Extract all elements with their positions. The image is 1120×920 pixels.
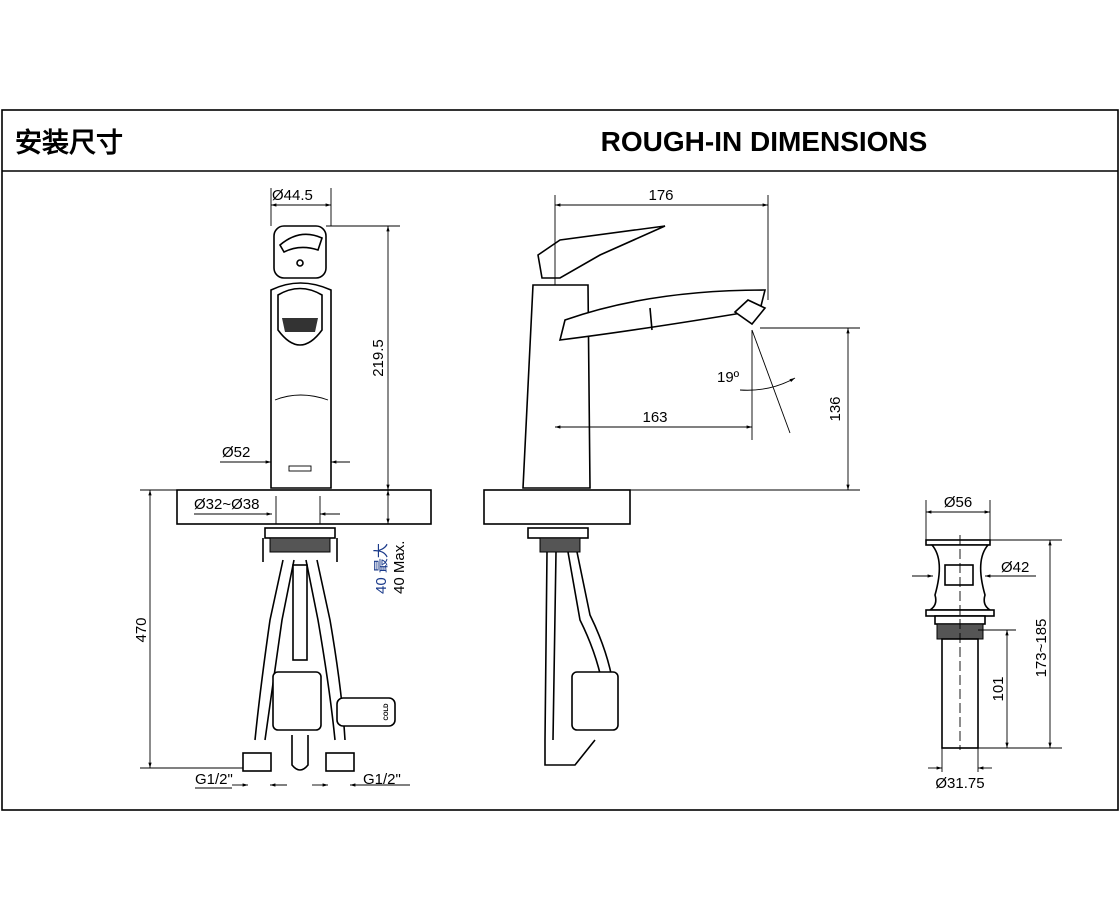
lever [537,225,666,279]
pull-out-spout [558,289,767,341]
dim-hole-diameter: Ø32~Ø38 [194,496,259,513]
dim-max-thickness-en: 40 Max. [391,541,408,594]
dim-spout-reach: 163 [642,409,667,426]
side-view: 176 136 163 19º [483,187,860,766]
dim-hose-length: 470 [133,617,150,642]
dim-height: 219.5 [370,339,387,377]
dim-angle: 19º [717,369,740,386]
countertop-side [483,489,631,525]
dim-tail-diameter: Ø31.75 [935,775,984,792]
dim-drain-length: 173~185 [1033,619,1050,678]
dim-max-thickness-cn: 40 最大 [373,543,390,594]
dim-drain-top: Ø56 [944,494,972,511]
front-view: COLD Ø44.5 219.5 Ø52 Ø32~Ø38 40 最大 40 Ma… [133,187,432,789]
dim-handle-diameter: Ø44.5 [272,187,313,204]
cold-tag [336,697,396,727]
faucet-body [270,282,332,489]
drawing-frame [1,109,1119,811]
faucet-handle [273,225,327,279]
title-en: ROUGH-IN DIMENSIONS [601,126,928,157]
pull-out-weight [272,671,322,731]
title-cn: 安装尺寸 [15,128,123,159]
drain-view: Ø56 Ø42 173~185 101 Ø31.75 [912,494,1062,792]
dim-tail-length: 101 [990,676,1007,701]
cold-label: COLD [384,703,390,721]
dim-inlet-right: G1/2" [363,771,401,788]
dim-drain-body: Ø42 [1001,559,1029,576]
dim-spout-height: 136 [827,396,844,421]
dim-inlet-left: G1/2" [195,771,233,788]
dim-base-diameter: Ø52 [222,444,250,461]
dim-reach: 176 [648,187,673,204]
